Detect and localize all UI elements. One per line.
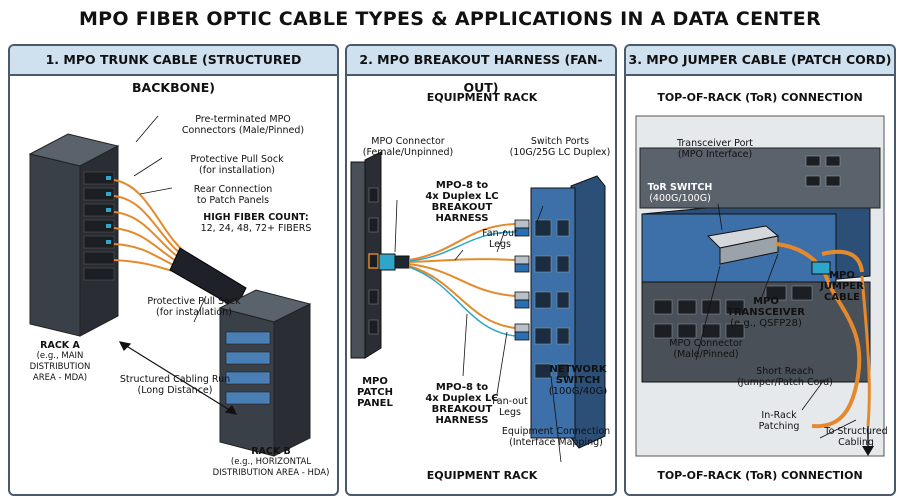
fanout-legs xyxy=(408,223,516,337)
jumper-cable-graphic xyxy=(775,242,871,429)
jumper-illustration xyxy=(635,115,885,457)
label-pull-sock-bottom: Protective Pull Sock (for installation) xyxy=(147,296,241,318)
panel-breakout-harness: 2. MPO BREAKOUT HARNESS (FAN-OUT) xyxy=(345,44,617,496)
label-mpo-transceiver: MPO TRANSCEIVER (e.g., QSFP28) xyxy=(727,296,805,329)
label-switch-ports: Switch Ports (10G/25G LC Duplex) xyxy=(509,136,611,158)
label-network-switch: NETWORK SWITCH (100G/40G) xyxy=(548,364,608,397)
panel-trunk-cable: 1. MPO TRUNK CABLE (STRUCTURED BACKBONE) xyxy=(8,44,339,496)
label-legs-bottom: Fan-out Legs xyxy=(492,396,528,418)
label-rear-connection: Rear Connection to Patch Panels xyxy=(193,184,273,206)
label-jumper-cable: MPO JUMPER CABLE xyxy=(820,270,864,303)
breakout-illustration xyxy=(350,151,606,463)
trunk-illustration xyxy=(28,115,312,457)
lc-connectors xyxy=(514,219,530,341)
label-patch-panel: MPO PATCH PANEL xyxy=(357,376,393,409)
page-title: MPO FIBER OPTIC CABLE TYPES & APPLICATIO… xyxy=(78,8,822,30)
label-legs-top: Fan-out Legs xyxy=(482,228,518,250)
network-switch-graphic xyxy=(530,175,606,449)
label-tor-switch: ToR SWITCH (400G/100G) xyxy=(647,182,713,204)
label-fiber-count: HIGH FIBER COUNT: 12, 24, 48, 72+ FIBERS xyxy=(200,212,312,234)
label-pull-sock-top: Protective Pull Sock (for installation) xyxy=(190,154,284,176)
label-rack-b: RACK B (e.g., HORIZONTAL DISTRIBUTION AR… xyxy=(212,446,330,478)
mpo-connector-graphic xyxy=(378,253,410,271)
distance-arrow xyxy=(118,341,238,415)
panel-heading: 3. MPO JUMPER CABLE (PATCH CORD) xyxy=(626,46,894,76)
rack-a-graphic xyxy=(28,133,120,337)
label-tor-bottom: TOP-OF-RACK (ToR) CONNECTION xyxy=(657,469,863,482)
label-rack-a: RACK A (e.g., MAIN DISTRIBUTION AREA - M… xyxy=(29,340,91,383)
label-to-structured: To Structured Cabling xyxy=(824,426,888,448)
label-rack-bottom: EQUIPMENT RACK xyxy=(426,469,538,482)
panel-heading: 1. MPO TRUNK CABLE (STRUCTURED BACKBONE) xyxy=(10,46,337,95)
label-transceiver-port: Transceiver Port (MPO Interface) xyxy=(676,138,754,160)
label-harness-top: MPO-8 to 4x Duplex LC BREAKOUT HARNESS xyxy=(425,180,499,224)
label-cabling-run: Structured Cabling Run (Long Distance) xyxy=(119,374,231,396)
label-equipment-connection: Equipment Connection (Interface Mapping) xyxy=(501,426,611,448)
label-mpo-connector: MPO Connector (Female/Unpinned) xyxy=(362,136,454,158)
label-connectors: Pre-terminated MPO Connectors (Male/Pinn… xyxy=(181,114,305,136)
panel-heading: 2. MPO BREAKOUT HARNESS (FAN-OUT) xyxy=(347,46,615,95)
label-short-reach: Short Reach (Jumper/Patch Cord) xyxy=(737,366,833,388)
patch-panel-graphic xyxy=(350,151,382,359)
label-in-rack: In-Rack Patching xyxy=(758,410,800,432)
panel-jumper-cable: 3. MPO JUMPER CABLE (PATCH CORD) xyxy=(624,44,896,496)
rack-b-graphic xyxy=(218,289,312,457)
transceiver-graphic xyxy=(706,225,780,265)
label-rack-top: EQUIPMENT RACK xyxy=(426,91,538,104)
label-mpo-connector: MPO Connector (Male/Pinned) xyxy=(669,338,743,360)
label-harness-bottom: MPO-8 to 4x Duplex LC BREAKOUT HARNESS xyxy=(425,382,499,426)
label-tor-top: TOP-OF-RACK (ToR) CONNECTION xyxy=(657,91,863,104)
